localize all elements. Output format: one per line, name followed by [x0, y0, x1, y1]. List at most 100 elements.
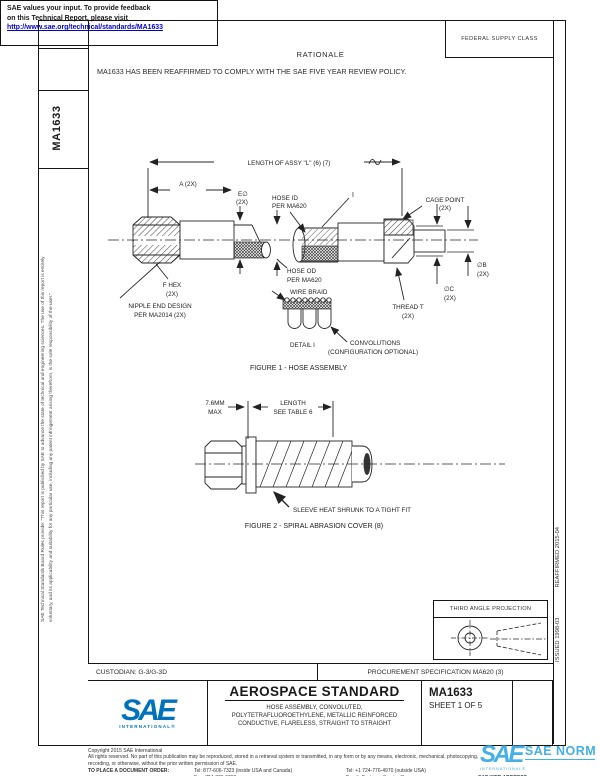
copyright-line3: recording, or otherwise, without the pri…	[88, 760, 238, 767]
custodian-row: CUSTODIAN: G-3/G-3D PROCUREMENT SPECIFIC…	[88, 663, 553, 681]
watermark-subtext: INTERNATIONAL®	[480, 766, 526, 771]
label-nipple1: NIPPLE END DESIGN	[128, 303, 192, 310]
standard-title-cell: AEROSPACE STANDARD HOSE ASSEMBLY, CONVOL…	[208, 681, 422, 745]
detail-ref-leader	[321, 197, 350, 228]
label-dim-b2: (2X)	[477, 271, 489, 278]
order-label: TO PLACE A DOCUMENT ORDER:	[88, 768, 170, 775]
figure1-caption: FIGURE 1 - HOSE ASSEMBLY	[250, 365, 347, 372]
tel-outside: Tel: +1 724-776-4970 (outside USA)	[346, 768, 426, 775]
copyright-line1: Copyright 2015 SAE International	[88, 748, 163, 754]
label-wire-braid: WIRE BRAID	[290, 289, 328, 296]
doc-number: MA1633	[429, 687, 473, 699]
third-angle-projection-symbol	[451, 620, 546, 656]
procurement-cell: PROCUREMENT SPECIFICATION MA620 (3)	[367, 668, 504, 676]
sleeve-leader	[273, 491, 290, 508]
sae-logo: SAE	[121, 693, 177, 727]
label-dim-a: A (2X)	[179, 181, 197, 188]
figure2-labels: 7.6MM MAX LENGTH SEE TABLE 6 SLEEVE HEAT…	[205, 400, 411, 530]
watermark-divider	[524, 759, 595, 760]
label-hose-id1: HOSE ID	[272, 195, 298, 202]
standard-type: AEROSPACE STANDARD	[225, 684, 404, 701]
feedback-link[interactable]: http://www.sae.org/technical/standards/M…	[7, 24, 163, 32]
cage-point-leader	[402, 205, 423, 220]
standard-title-line2: POLYTETRAFLUOROETHYLENE, METALLIC REINFO…	[231, 713, 398, 720]
saenorm-watermark: SAE SAE NORM INTERNATIONAL®	[480, 744, 600, 776]
sheet-border	[38, 20, 566, 746]
wire-braid-section	[233, 241, 265, 259]
detail-convolutions	[282, 297, 332, 329]
custodian-cell: CUSTODIAN: G-3/G-3D	[88, 664, 318, 680]
copyright-line2: All rights reserved. No part of this pub…	[88, 754, 479, 761]
footer-legal: Copyright 2015 SAE International All rig…	[88, 748, 566, 776]
standard-title-line3: CONDUCTIVE, FLARELESS, STRAIGHT TO STRAI…	[237, 721, 391, 728]
sheet-number: SHEET 1 OF 5	[429, 701, 483, 710]
projection-title: THIRD ANGLE PROJECTION	[434, 601, 547, 618]
feedback-line1: SAE values your input. To provide feedba…	[7, 5, 151, 12]
label-cage2: (2X)	[439, 205, 451, 212]
hose-id-leader	[289, 211, 306, 233]
left-cell-line-bottom	[38, 168, 88, 169]
watermark-sae-logo: SAE	[480, 744, 524, 768]
feedback-box: SAE values your input. To provide feedba…	[0, 0, 218, 46]
convolutions-leader	[330, 326, 348, 343]
feedback-line2: on this Technical Report, please visit	[7, 14, 128, 22]
standard-title: HOSE ASSEMBLY, CONVOLUTED, POLYTETRAFLUO…	[232, 704, 397, 729]
label-hose-od1: HOSE OD	[287, 268, 316, 275]
email-address: Email: CustomerService@sae.org	[346, 775, 474, 776]
nipple-leader	[119, 261, 161, 299]
doc-number-cell: MA1633 SHEET 1 OF 5	[422, 681, 513, 745]
label-convolutions2: (CONFIGURATION OPTIONAL)	[328, 349, 418, 356]
nipple-end	[413, 229, 446, 253]
label-detail: DETAIL I	[290, 342, 315, 349]
label-dim-c2: (2X)	[444, 295, 456, 302]
label-sleeve: SLEEVE HEAT SHRUNK TO A TIGHT FIT	[293, 507, 411, 514]
label-max1: 7.6MM	[205, 400, 224, 407]
fig2-flange	[245, 436, 257, 494]
wire-braid-leader	[271, 290, 286, 301]
hose-od-leader	[276, 258, 288, 269]
label-convolutions1: CONVOLUTIONS	[350, 340, 400, 347]
web-address: SAE WEB ADDRESS: http://www.sae.org	[478, 775, 566, 776]
fax-number: Fax: 724-776-0790	[194, 775, 342, 776]
left-cell-line-mid	[38, 90, 88, 91]
label-length-assy: LENGTH OF ASSY "L" (6) (7)	[248, 160, 331, 167]
label-thread2: (2X)	[402, 313, 414, 320]
rationale-body: MA1633 HAS BEEN REAFFIRMED TO COMPLY WIT…	[97, 67, 407, 76]
figure1-hose-assembly	[108, 158, 478, 343]
sae-logo-subtext: INTERNATIONAL®	[119, 723, 176, 729]
label-fhex2: (2X)	[166, 291, 178, 298]
federal-supply-class-box: FEDERAL SUPPLY CLASS	[445, 21, 553, 58]
hose-cut-end	[261, 241, 271, 259]
right-socket	[337, 222, 385, 262]
thread-leader	[395, 267, 405, 301]
label-length2: SEE TABLE 6	[274, 409, 313, 416]
watermark-name: SAE NORM	[524, 744, 597, 758]
left-column-line	[88, 20, 89, 663]
label-length1: LENGTH	[280, 400, 306, 407]
label-hose-od2: PER MA620	[287, 277, 322, 284]
fig2-hex-nut	[204, 440, 243, 490]
revision-cell	[513, 681, 553, 745]
left-cell-line-top	[38, 48, 88, 49]
label-dim-c1: ∅C	[444, 286, 454, 293]
tel-inside: Tel: 877-606-7323 (inside USA and Canada…	[194, 768, 293, 775]
label-nipple2: PER MA2014 (2X)	[134, 312, 186, 319]
label-thread1: THREAD T	[392, 304, 424, 311]
right-column-line	[553, 20, 554, 744]
figure1-labels: LENGTH OF ASSY "L" (6) (7) A (2X) E∅ (2X…	[128, 160, 489, 372]
label-dim-b1: ∅B	[477, 262, 487, 269]
figure2-abrasion-cover	[195, 401, 505, 508]
label-hose-id2: PER MA620	[272, 203, 307, 210]
label-fhex1: F HEX	[163, 282, 182, 289]
label-dim-e1: E∅	[238, 191, 248, 198]
projection-box: THIRD ANGLE PROJECTION	[433, 600, 548, 660]
standard-title-line1: HOSE ASSEMBLY, CONVOLUTED,	[266, 705, 363, 711]
fhex-leader	[155, 263, 169, 280]
federal-supply-class-label: FEDERAL SUPPLY CLASS	[461, 36, 538, 42]
figure2-caption: FIGURE 2 - SPIRAL ABRASION COVER (8)	[245, 523, 383, 530]
label-dim-e2: (2X)	[236, 199, 248, 206]
order-info: TO PLACE A DOCUMENT ORDER: Tel: 877-606-…	[88, 768, 566, 776]
label-cage1: CAGE POINT	[426, 197, 465, 204]
